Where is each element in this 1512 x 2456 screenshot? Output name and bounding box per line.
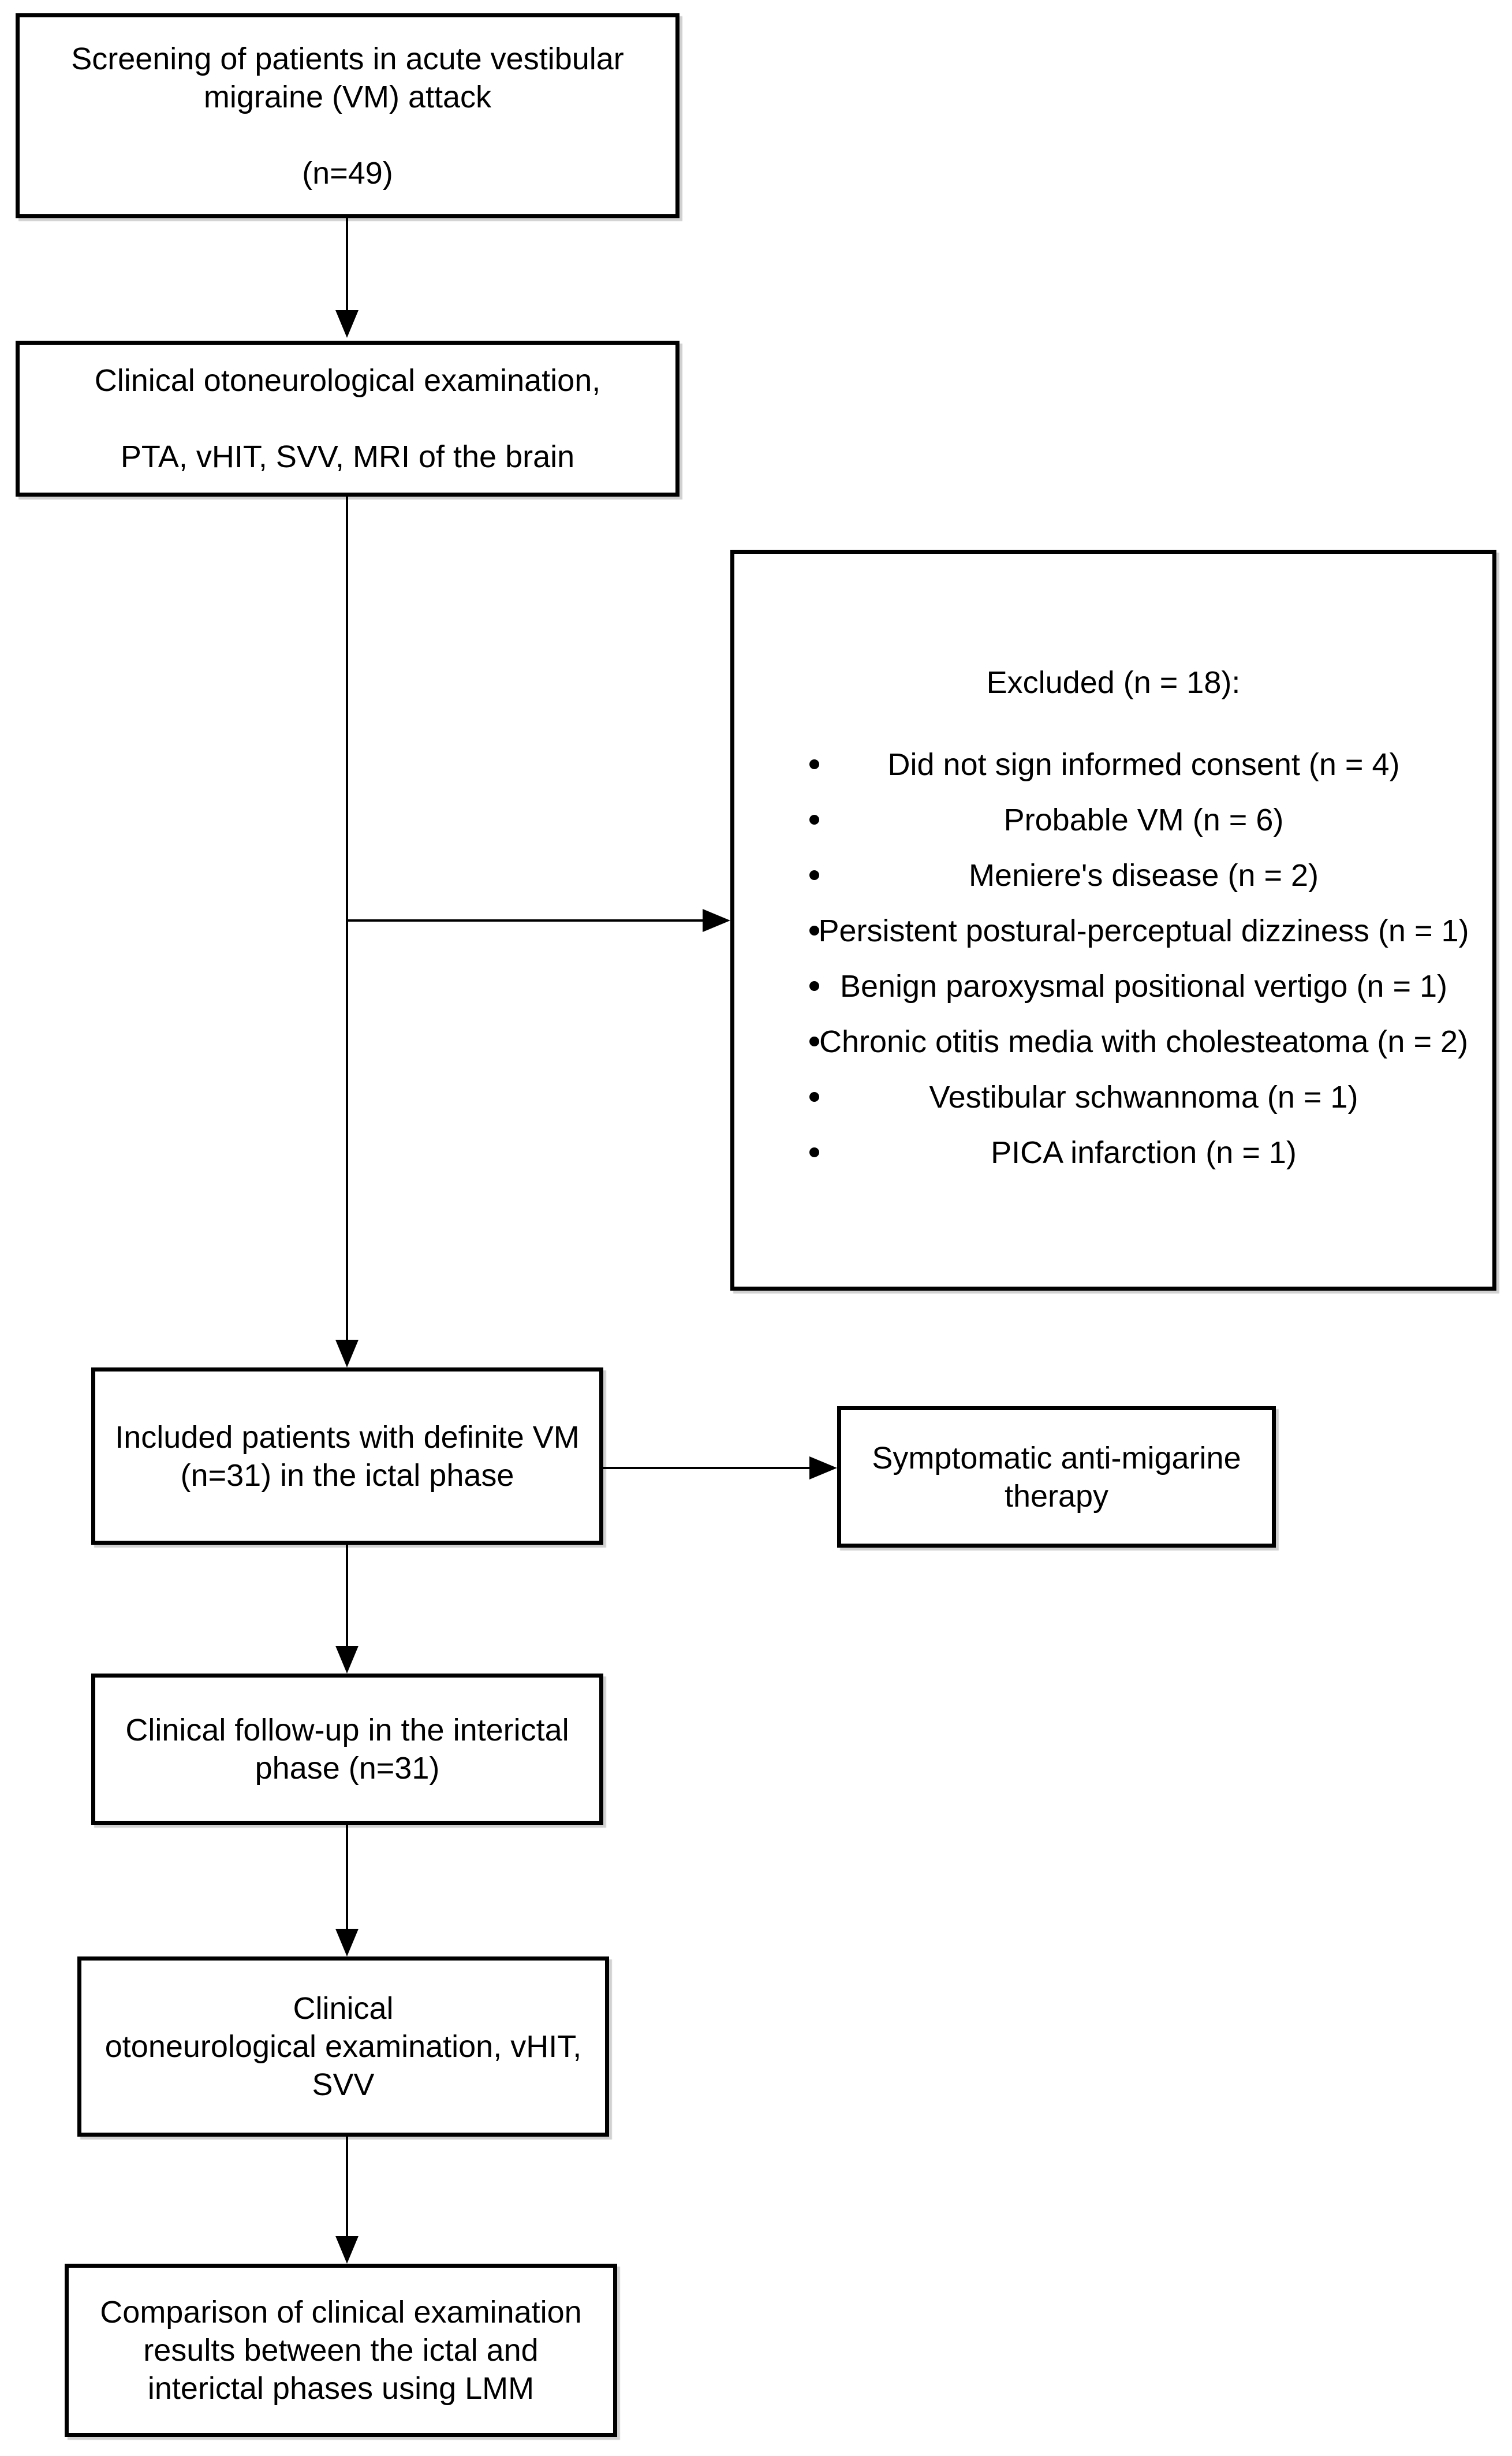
included-text-line: Included patients with definite VM bbox=[115, 1419, 580, 1455]
excluded-item-text: Vestibular schwannoma (n = 1) bbox=[929, 1080, 1358, 1115]
examination-box: Clinical otoneurological examination, PT… bbox=[16, 341, 680, 497]
bullet-icon bbox=[809, 1147, 819, 1157]
arrowhead-down-icon bbox=[335, 1929, 359, 1956]
excluded-list-item: Persistent postural-perceptual dizziness… bbox=[809, 912, 1469, 950]
followup-text-line: phase (n=31) bbox=[255, 1751, 440, 1786]
connector-included-to-followup bbox=[346, 1545, 348, 1649]
bullet-icon bbox=[809, 1037, 819, 1046]
bullet-icon bbox=[809, 870, 819, 880]
bullet-icon bbox=[809, 815, 819, 825]
excluded-item-text: Did not sign informed consent (n = 4) bbox=[887, 747, 1400, 782]
excluded-list-item: Did not sign informed consent (n = 4) bbox=[809, 746, 1469, 784]
bullet-icon bbox=[809, 926, 819, 936]
interictal-exam-text-line: SVV bbox=[312, 2067, 375, 2102]
arrowhead-right-icon bbox=[703, 909, 730, 932]
interictal-exam-box: Clinical otoneurological examination, vH… bbox=[77, 1956, 609, 2137]
examination-text-line: Clinical otoneurological examination, bbox=[94, 363, 601, 398]
excluded-item-text: PICA infarction (n = 1) bbox=[991, 1135, 1297, 1170]
excluded-item-text: Benign paroxysmal positional vertigo (n … bbox=[839, 969, 1448, 1004]
excluded-box: Excluded (n = 18): Did not sign informed… bbox=[730, 550, 1496, 1291]
screening-text-line: migraine (VM) attack bbox=[203, 79, 492, 114]
excluded-list: Did not sign informed consent (n = 4) Pr… bbox=[757, 746, 1469, 1172]
comparison-box: Comparison of clinical examination resul… bbox=[65, 2264, 617, 2437]
connector-examination-to-included bbox=[346, 497, 348, 1341]
connector-branch-to-excluded bbox=[347, 919, 706, 922]
arrowhead-down-icon bbox=[335, 1646, 359, 1674]
connector-included-to-therapy bbox=[603, 1467, 812, 1469]
excluded-list-item: Vestibular schwannoma (n = 1) bbox=[809, 1078, 1469, 1116]
excluded-list-item: Chronic otitis media with cholesteatoma … bbox=[809, 1023, 1469, 1061]
excluded-item-text: Meniere's disease (n = 2) bbox=[968, 858, 1319, 893]
arrowhead-down-icon bbox=[335, 2236, 359, 2264]
therapy-box: Symptomatic anti-migarine therapy bbox=[837, 1406, 1276, 1548]
interictal-exam-text-line: otoneurological examination, vHIT, bbox=[104, 2029, 582, 2064]
screening-box: Screening of patients in acute vestibula… bbox=[16, 13, 680, 218]
therapy-text-line: Symptomatic anti-migarine bbox=[872, 1440, 1241, 1475]
connector-interictal-exam-to-comparison bbox=[346, 2137, 348, 2237]
connector-followup-to-interictal-exam bbox=[346, 1825, 348, 1930]
followup-text-line: Clinical follow-up in the interictal bbox=[125, 1713, 569, 1747]
followup-box: Clinical follow-up in the interictal pha… bbox=[91, 1674, 603, 1825]
excluded-list-item: Probable VM (n = 6) bbox=[809, 801, 1469, 839]
comparison-text-line: Comparison of clinical examination bbox=[100, 2295, 582, 2330]
excluded-title: Excluded (n = 18): bbox=[986, 665, 1241, 700]
excluded-list-item: Meniere's disease (n = 2) bbox=[809, 856, 1469, 895]
examination-text-line: PTA, vHIT, SVV, MRI of the brain bbox=[120, 439, 575, 474]
excluded-list-item: PICA infarction (n = 1) bbox=[809, 1134, 1469, 1172]
arrowhead-down-icon bbox=[335, 1340, 359, 1367]
excluded-list-item: Benign paroxysmal positional vertigo (n … bbox=[809, 967, 1469, 1005]
bullet-icon bbox=[809, 759, 819, 769]
excluded-item-text: Probable VM (n = 6) bbox=[1003, 803, 1284, 837]
screening-text-line: Screening of patients in acute vestibula… bbox=[71, 41, 624, 76]
excluded-item-text: Persistent postural-perceptual dizziness… bbox=[818, 914, 1469, 948]
connector-screening-to-examination bbox=[346, 218, 348, 312]
arrowhead-down-icon bbox=[335, 310, 359, 338]
screening-count: (n=49) bbox=[302, 155, 393, 191]
comparison-text-line: interictal phases using LMM bbox=[147, 2371, 535, 2406]
bullet-icon bbox=[809, 1092, 819, 1102]
interictal-exam-text-line: Clinical bbox=[293, 1991, 394, 2026]
comparison-text-line: results between the ictal and bbox=[143, 2333, 539, 2368]
included-text-line: (n=31) in the ictal phase bbox=[180, 1458, 514, 1493]
arrowhead-right-icon bbox=[809, 1456, 837, 1479]
excluded-item-text: Chronic otitis media with cholesteatoma … bbox=[819, 1024, 1468, 1059]
included-box: Included patients with definite VM (n=31… bbox=[91, 1367, 603, 1545]
bullet-icon bbox=[809, 981, 819, 991]
therapy-text-line: therapy bbox=[1004, 1478, 1109, 1514]
